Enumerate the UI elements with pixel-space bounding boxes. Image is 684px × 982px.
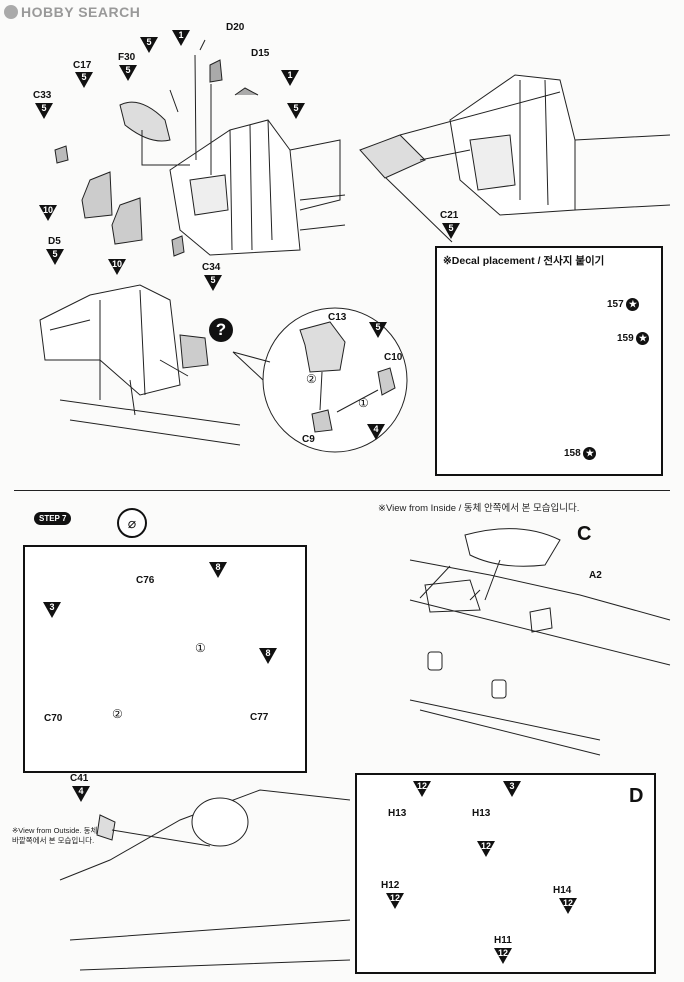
part-number-marker: 5 bbox=[119, 65, 137, 81]
part-number: 3 bbox=[49, 602, 55, 612]
part-number: 5 bbox=[375, 322, 381, 332]
part-number: 12 bbox=[497, 948, 508, 958]
part-number: 5 bbox=[146, 37, 152, 47]
part-number-marker: 10 bbox=[39, 205, 57, 221]
decal-placement-title: ※Decal placement / 전사지 붙이기 bbox=[443, 255, 605, 267]
star-icon: ★ bbox=[626, 298, 640, 311]
part-number-marker: 4 bbox=[72, 786, 90, 802]
assembly-step-1: ② bbox=[306, 372, 317, 386]
decal-label-159: 159 ★ bbox=[617, 332, 650, 345]
part-number-marker: 5 bbox=[369, 322, 387, 338]
part-number: 8 bbox=[265, 648, 271, 658]
star-icon: ★ bbox=[583, 447, 597, 460]
watermark-text: HOBBY SEARCH bbox=[21, 4, 141, 20]
view-outside-note: ※View from Outside. 동체 바깥쪽에서 본 모습입니다. bbox=[12, 826, 98, 845]
step-label: STEP 7 bbox=[34, 512, 72, 525]
part-label-c41: C41 bbox=[70, 773, 89, 784]
part-number-marker: 5 bbox=[75, 72, 93, 88]
part-number: 12 bbox=[416, 781, 427, 791]
part-number-marker: 10 bbox=[108, 259, 126, 275]
part-number-marker: 1 bbox=[172, 30, 190, 46]
part-label-c9: C9 bbox=[302, 434, 315, 445]
part-label-c13: C13 bbox=[328, 312, 347, 323]
part-number-marker: 3 bbox=[43, 602, 61, 618]
part-number-marker: 12 bbox=[477, 841, 495, 857]
part-number: 12 bbox=[562, 898, 573, 908]
part-number-marker: 5 bbox=[442, 223, 460, 239]
view-inside-note: ※View from Inside / 동체 안쪽에서 본 모습입니다. bbox=[378, 503, 580, 514]
assembly-step-1: ① bbox=[195, 641, 206, 655]
part-number: 5 bbox=[81, 72, 87, 82]
part-number: 12 bbox=[389, 893, 400, 903]
part-number-marker: 1 bbox=[281, 70, 299, 86]
part-number-marker: 4 bbox=[367, 424, 385, 440]
part-label-c17: C17 bbox=[73, 60, 92, 71]
part-number-marker: 5 bbox=[140, 37, 158, 53]
part-number-marker: 5 bbox=[35, 103, 53, 119]
part-label-d20: D20 bbox=[226, 22, 245, 33]
part-number-marker: 5 bbox=[46, 249, 64, 265]
part-number-marker: 8 bbox=[209, 562, 227, 578]
part-label-c70: C70 bbox=[44, 713, 63, 724]
part-number-marker: 12 bbox=[386, 893, 404, 909]
part-number: 4 bbox=[78, 786, 84, 796]
part-number: 5 bbox=[448, 223, 454, 233]
part-number-marker: 5 bbox=[287, 103, 305, 119]
callout-letter-d: D bbox=[629, 785, 644, 807]
question-mark-icon: ? bbox=[209, 318, 233, 342]
part-label-c34: C34 bbox=[202, 262, 221, 273]
assembly-step-2: ② bbox=[112, 707, 123, 721]
part-label-c33: C33 bbox=[33, 90, 52, 101]
decal-label-158: 158 ★ bbox=[564, 447, 597, 460]
subassembly-box-d: D 12 3 H13 H13 12 H12 12 H14 12 H11 12 bbox=[355, 773, 656, 974]
part-number: 1 bbox=[178, 30, 184, 40]
part-label-c76: C76 bbox=[136, 575, 155, 586]
part-number-marker: 5 bbox=[204, 275, 222, 291]
part-number: 10 bbox=[42, 205, 53, 215]
part-number: 5 bbox=[125, 65, 131, 75]
decal-number: 158 bbox=[564, 448, 581, 459]
part-label-h13-second: H13 bbox=[472, 808, 491, 819]
part-label-h13: H13 bbox=[388, 808, 407, 819]
part-label-d15: D15 bbox=[251, 48, 270, 59]
part-number-marker: 12 bbox=[559, 898, 577, 914]
part-number: 5 bbox=[41, 103, 47, 113]
part-label-h14: H14 bbox=[553, 885, 572, 896]
part-number: 3 bbox=[509, 781, 515, 791]
decal-number: 159 bbox=[617, 333, 634, 344]
decal-label-157: 157 ★ bbox=[607, 298, 640, 311]
part-number: 5 bbox=[52, 249, 58, 259]
part-number-marker: 12 bbox=[494, 948, 512, 964]
hobby-search-watermark: HOBBY SEARCH bbox=[4, 4, 140, 20]
part-number-marker: 8 bbox=[259, 648, 277, 664]
assembly-step-2: ① bbox=[358, 396, 369, 410]
part-label-f30: F30 bbox=[118, 52, 136, 63]
part-number: 10 bbox=[111, 259, 122, 269]
part-number-marker: 3 bbox=[503, 781, 521, 797]
part-label-h12: H12 bbox=[381, 880, 400, 891]
part-number: 12 bbox=[480, 841, 491, 851]
callout-letter-c: C bbox=[577, 523, 592, 545]
part-number: 5 bbox=[293, 103, 299, 113]
part-label-c77: C77 bbox=[250, 712, 269, 723]
hobby-search-logo-icon bbox=[4, 5, 18, 19]
decal-number: 157 bbox=[607, 299, 624, 310]
section-divider bbox=[14, 490, 670, 491]
part-label-a2: A2 bbox=[589, 570, 602, 581]
part-label-c21: C21 bbox=[440, 210, 459, 221]
part-number-marker: 12 bbox=[413, 781, 431, 797]
glue-icon: ⌀ bbox=[117, 508, 147, 538]
star-icon: ★ bbox=[636, 332, 650, 345]
part-number: 1 bbox=[287, 70, 293, 80]
part-number: 4 bbox=[373, 424, 379, 434]
part-label-h11: H11 bbox=[494, 935, 512, 946]
part-label-c10: C10 bbox=[384, 352, 403, 363]
part-number: 5 bbox=[210, 275, 216, 285]
decal-placement-box: ※Decal placement / 전사지 붙이기 157 ★ 159 ★ 1… bbox=[435, 246, 663, 476]
part-label-d5: D5 bbox=[48, 236, 61, 247]
part-number: 8 bbox=[215, 562, 221, 572]
